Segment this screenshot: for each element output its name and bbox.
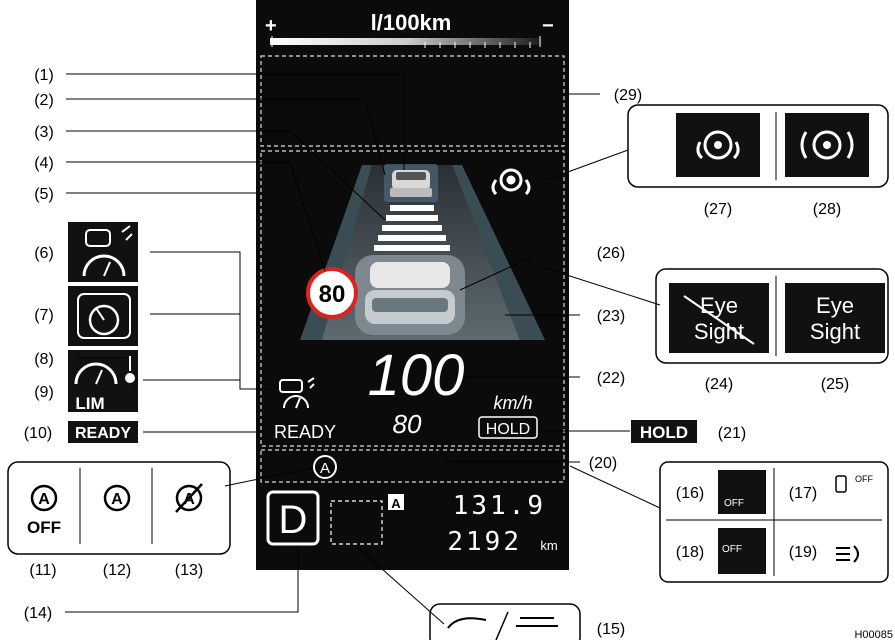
eyesight-on-line1: Eye (816, 293, 854, 318)
callout-13: (13) (175, 562, 203, 579)
callout-18: (18) (676, 544, 704, 561)
callout-26: (26) (597, 245, 625, 262)
image-code: H00085 (854, 629, 893, 640)
callout-19: (19) (789, 544, 817, 561)
icon-10-ready: READY (68, 421, 138, 443)
callout-8: (8) (34, 351, 54, 368)
lead-vehicle-icon (384, 164, 438, 202)
callout-27: (27) (704, 201, 732, 218)
callout-9: (9) (34, 384, 54, 401)
cruise-ready-icon (279, 377, 315, 409)
ready-indicator: READY (274, 422, 336, 442)
eyesight-off-line1: Eye (700, 293, 738, 318)
callout-4: (4) (34, 155, 54, 172)
callout-24: (24) (705, 376, 733, 393)
callout-7: (7) (34, 307, 54, 324)
icon-17-off: OFF (855, 474, 873, 484)
display-panel: + l/100km − (256, 0, 569, 570)
eyesight-on-line2: Sight (810, 319, 860, 344)
drive-mode-legend-box (429, 603, 581, 640)
own-vehicle-icon (355, 255, 465, 335)
icon-16-off: OFF (724, 498, 744, 509)
callout-17: (17) (789, 485, 817, 502)
callout-10: (10) (24, 425, 52, 442)
leader-lines (65, 73, 661, 625)
callout-2: (2) (34, 92, 54, 109)
fuel-plus-label: + (265, 15, 277, 37)
callout-12: (12) (103, 562, 131, 579)
callout-14: (14) (24, 605, 52, 622)
callout-29: (29) (614, 87, 642, 104)
lim-label: LIM (75, 394, 104, 413)
sign-speed-value: 80 (319, 281, 346, 308)
fuel-minus-label: − (542, 15, 554, 37)
callout-5: (5) (34, 186, 54, 203)
speed-unit: km/h (493, 393, 532, 413)
callout-22: (22) (597, 370, 625, 387)
callout-11: (11) (29, 562, 56, 579)
fuel-unit-label: l/100km (371, 10, 452, 35)
callout-1: (1) (34, 67, 54, 84)
auto-symbol-12: A (111, 491, 123, 508)
set-speed-value: 80 (393, 409, 422, 439)
callout-3: (3) (34, 124, 54, 141)
callout-21: (21) (718, 425, 746, 442)
callout-15: (15) (597, 621, 625, 638)
fuel-gauge-bar (270, 38, 542, 45)
auto-stop-indicator: A (320, 460, 330, 477)
callout-28: (28) (813, 201, 841, 218)
drive-mode-placeholder (330, 500, 383, 545)
auto-stop-legend-box: A OFF A A (7, 461, 231, 555)
steering-assist-icon (491, 168, 531, 196)
auto-badge: A (391, 496, 401, 511)
callout-20: (20) (589, 455, 617, 472)
speed-limit-sign: 80 (306, 267, 358, 319)
hold-legend: HOLD (640, 423, 688, 442)
icon-9-speed-limiter: LIM (68, 350, 138, 413)
callout-23: (23) (597, 308, 625, 325)
trip-value: 131.9 (453, 491, 546, 521)
callout-16: (16) (676, 485, 704, 502)
callout-6: (6) (34, 245, 54, 262)
eyesight-legend-box: Eye Sight Eye Sight (655, 268, 889, 364)
callout-25: (25) (821, 376, 849, 393)
steering-legend-box (627, 104, 889, 188)
auto-off-label: OFF (27, 518, 61, 537)
icon-6-cruise (68, 222, 138, 282)
speed-value: 100 (368, 343, 465, 408)
following-distance-bars (374, 205, 450, 251)
odometer-value: 2192 (447, 527, 522, 557)
warnings-legend-box: OFF OFF OFF (659, 461, 889, 583)
auto-symbol-11: A (38, 491, 50, 508)
ready-legend: READY (75, 425, 131, 442)
hold-indicator: HOLD (486, 421, 530, 438)
section-5-box (260, 150, 565, 447)
icon-18-off: OFF (722, 544, 742, 555)
icon-7-speedometer (68, 286, 138, 346)
gear-indicator: D (279, 498, 308, 542)
odometer-unit: km (540, 538, 557, 553)
section-20-box (260, 449, 565, 483)
